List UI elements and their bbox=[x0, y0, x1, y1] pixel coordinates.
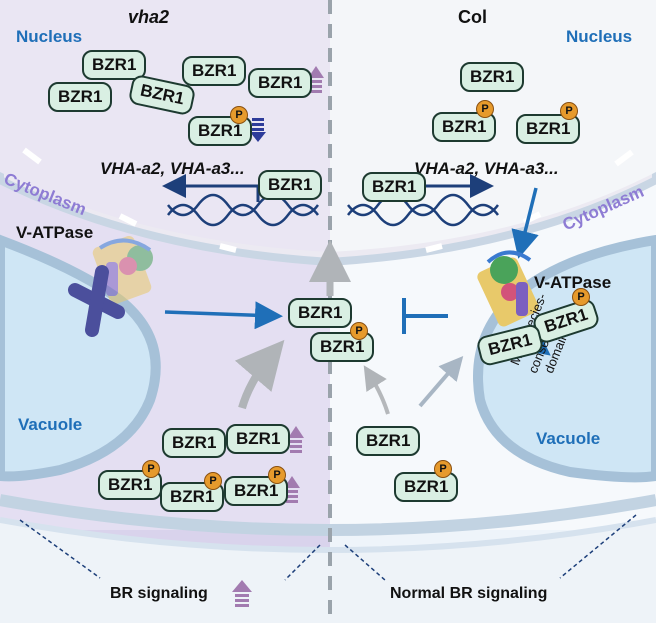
right-nucleus-label: Nucleus bbox=[566, 27, 633, 46]
nuclear-pores bbox=[22, 147, 634, 253]
inhibition-bar bbox=[402, 298, 448, 334]
up-arrow-nucleus bbox=[308, 66, 324, 93]
right-genes-label: VHA-a2, VHA-a3... bbox=[414, 159, 559, 178]
phospho-badge: P bbox=[560, 102, 578, 120]
dna-left bbox=[167, 193, 319, 227]
dna-right bbox=[347, 193, 499, 227]
left-nucleus-label: Nucleus bbox=[16, 27, 83, 46]
bzr1-protein: BZR1 bbox=[248, 68, 313, 98]
phospho-badge: P bbox=[434, 460, 452, 478]
up-arrow-footer bbox=[232, 580, 252, 607]
cell-wall bbox=[0, 520, 656, 623]
bzr1-protein: BZR1 bbox=[356, 426, 421, 456]
bzr1-protein: BZR1 bbox=[226, 424, 291, 454]
vatpase-left bbox=[92, 235, 153, 305]
expression-arrow bbox=[511, 187, 539, 259]
phospho-badge: P bbox=[268, 466, 286, 484]
left-footer: BR signaling bbox=[110, 585, 208, 602]
phospho-badge: P bbox=[230, 106, 248, 124]
up-arrow-cyt-1 bbox=[288, 426, 304, 453]
left-genes-label: VHA-a2, VHA-a3... bbox=[100, 159, 245, 178]
bzr1-protein: BZR1 bbox=[48, 82, 113, 112]
bzr1-protein: BZR1 bbox=[182, 56, 247, 86]
bzr1-protein: BZR1 bbox=[160, 482, 225, 512]
phospho-badge: P bbox=[142, 460, 160, 478]
right-vacuole-label: Vacuole bbox=[536, 429, 601, 448]
bzr1-protein: BZR1 bbox=[258, 170, 323, 200]
inhibition-cross bbox=[68, 265, 125, 337]
phospho-badge: P bbox=[476, 100, 494, 118]
bzr1-protein: BZR1 bbox=[288, 298, 353, 328]
bzr1-protein: BZR1 bbox=[432, 112, 497, 142]
bzr1-protein: BZR1 bbox=[362, 172, 427, 202]
phospho-badge: P bbox=[350, 322, 368, 340]
bzr1-protein: BZR1 bbox=[82, 50, 147, 80]
right-title: Col bbox=[458, 7, 487, 27]
right-footer: Normal BR signaling bbox=[390, 585, 548, 602]
bzr1-protein: BZR1 bbox=[394, 472, 459, 502]
left-vacuole-label: Vacuole bbox=[18, 415, 83, 434]
down-arrow-nucleus bbox=[250, 118, 266, 142]
left-title: vha2 bbox=[128, 7, 170, 27]
left-vatpase-label: V-ATPase bbox=[16, 223, 94, 242]
release-arrow bbox=[164, 301, 283, 330]
bzr1-protein: BZR1 bbox=[516, 114, 581, 144]
right-vatpase-label: V-ATPase bbox=[534, 273, 612, 292]
vatpase-right bbox=[477, 250, 539, 327]
bzr1-protein: BZR1 bbox=[162, 428, 227, 458]
phospho-badge: P bbox=[572, 288, 590, 306]
phospho-badge: P bbox=[204, 472, 222, 490]
bzr1-protein: BZR1 bbox=[460, 62, 525, 92]
